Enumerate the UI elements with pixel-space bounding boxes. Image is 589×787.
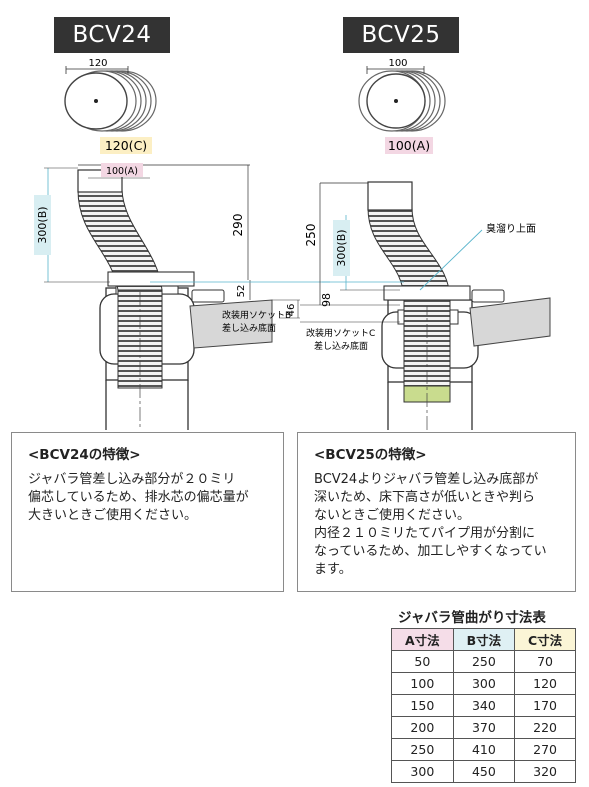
cell-a: 150	[391, 694, 454, 717]
technical-diagram: 120 100	[34, 58, 551, 430]
bcv25-feature-body: BCV24よりジャバラ管差し込み底部が 深いため、床下高さが低いときや判ら ない…	[314, 471, 563, 579]
bcv25-side-view	[300, 181, 551, 430]
bcv24-top-dim: 120	[88, 58, 107, 69]
cell-b: 410	[452, 738, 516, 761]
bcv24-dim-46: 46	[286, 304, 297, 317]
bcv25-socket-line2: 差し込み底面	[314, 340, 368, 352]
header-c: C寸法	[514, 628, 576, 651]
bcv24-a-label-bg	[101, 163, 143, 177]
cell-c: 270	[514, 738, 576, 761]
feature-line: 深いため、床下高さが低いときや判ら	[314, 490, 536, 505]
feature-line: ます。	[314, 562, 352, 577]
cell-a: 200	[391, 716, 454, 739]
bcv25-a-dim: 100(A)	[388, 138, 430, 153]
bcv25-odor-label: 臭溜り上面	[486, 222, 536, 235]
bcv24-a-dim: 100(A)	[106, 166, 138, 177]
cell-b: 370	[452, 716, 516, 739]
bcv25-feature-box: <BCV25の特徴> BCV24よりジャバラ管差し込み底部が 深いため、床下高さ…	[297, 432, 576, 592]
cell-c: 70	[514, 650, 576, 673]
bcv24-title: BCV24	[54, 17, 170, 53]
header-a: A寸法	[391, 628, 454, 651]
cell-b: 450	[452, 760, 516, 783]
bcv25-dim-98: 98	[320, 293, 333, 307]
bcv25-socket-line1: 改装用ソケットC	[306, 327, 375, 339]
cell-b: 340	[452, 694, 516, 717]
bcv25-a-label-bg	[385, 137, 433, 154]
cell-c: 220	[514, 716, 576, 739]
feature-line: 偏芯しているため、排水芯の偏芯量が	[28, 490, 249, 505]
cell-a: 50	[391, 650, 454, 673]
bcv25-dim-250: 250	[304, 224, 318, 247]
cell-b: 250	[452, 650, 516, 673]
bcv25-title: BCV25	[343, 17, 459, 53]
bcv24-c-dim: 120(C)	[105, 138, 147, 153]
bcv24-ring-top-view: 120	[64, 58, 157, 132]
bcv24-b-dim: 300(B)	[36, 206, 49, 243]
bcv24-feature-title: <BCV24の特徴>	[28, 447, 141, 463]
bcv25-feature-title: <BCV25の特徴>	[314, 447, 427, 463]
cell-a: 100	[391, 672, 454, 695]
cell-b: 300	[452, 672, 516, 695]
table-title: ジャバラ管曲がり寸法表	[398, 610, 546, 626]
bcv24-b-label-bg	[34, 195, 51, 255]
bcv24-socket-line2: 差し込み底面	[222, 322, 276, 334]
feature-line: BCV24よりジャバラ管差し込み底部が	[314, 472, 539, 487]
bcv25-ring-top-view: 100	[358, 58, 446, 132]
bcv24-c-label-bg	[100, 137, 152, 154]
bcv24-dim-290: 290	[231, 214, 245, 237]
bcv25-top-dim: 100	[388, 58, 407, 69]
header-b: B寸法	[452, 628, 516, 651]
feature-line: なっているため、加工しやすくなってい	[314, 544, 547, 559]
feature-line: ないときご使用ください。	[314, 508, 471, 523]
feature-line: ジャバラ管差し込み部分が２０ミリ	[28, 472, 236, 487]
cell-c: 170	[514, 694, 576, 717]
bcv24-socket-line1: 改装用ソケットB	[222, 309, 291, 321]
bcv24-side-view	[44, 164, 330, 430]
feature-line: 大きいときご使用ください。	[28, 508, 198, 523]
bcv24-feature-box: <BCV24の特徴> ジャバラ管差し込み部分が２０ミリ 偏芯しているため、排水芯…	[11, 432, 284, 592]
feature-line: 内径２１０ミリたてパイプ用が分割に	[314, 526, 536, 541]
bcv24-feature-body: ジャバラ管差し込み部分が２０ミリ 偏芯しているため、排水芯の偏芯量が 大きいとき…	[28, 471, 271, 525]
cell-c: 320	[514, 760, 576, 783]
bcv25-b-dim: 300(B)	[335, 229, 348, 266]
cell-a: 300	[391, 760, 454, 783]
cell-a: 250	[391, 738, 454, 761]
cell-c: 120	[514, 672, 576, 695]
bcv25-b-label-bg	[333, 220, 350, 276]
bcv24-dim-52: 52	[236, 285, 247, 298]
